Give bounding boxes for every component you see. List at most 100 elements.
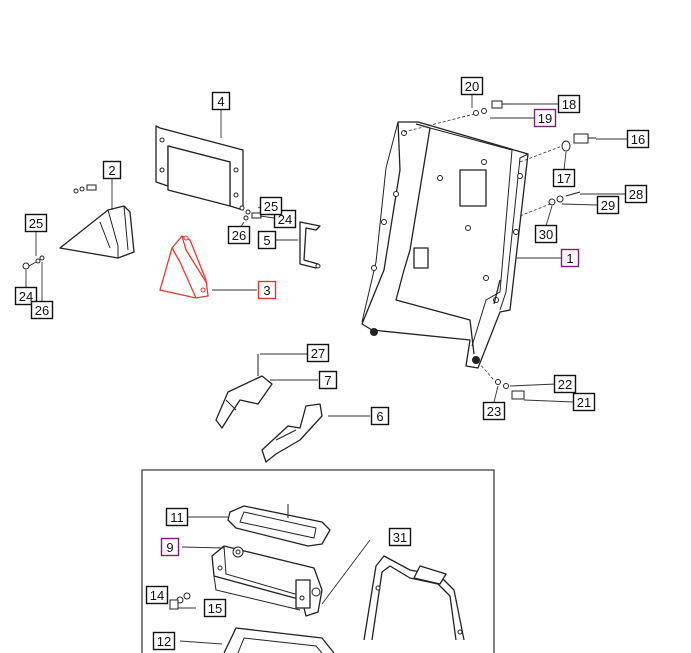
callout-box bbox=[552, 168, 576, 188]
callout-number: 22 bbox=[558, 377, 572, 392]
callout-3[interactable]: 3 bbox=[257, 280, 277, 300]
callout-number: 25 bbox=[264, 199, 278, 214]
callout-box bbox=[560, 248, 580, 268]
callout-box bbox=[211, 91, 231, 111]
part-6-cover[interactable] bbox=[261, 403, 323, 463]
callout-box bbox=[306, 343, 330, 363]
inset-frame bbox=[141, 469, 495, 653]
part-4-bracket[interactable] bbox=[155, 125, 244, 211]
callout-box bbox=[227, 225, 251, 245]
callout-19[interactable]: 19 bbox=[533, 108, 557, 128]
callout-29[interactable]: 29 bbox=[596, 195, 620, 215]
callout-number: 6 bbox=[376, 409, 383, 424]
callout-number: 20 bbox=[465, 79, 479, 94]
callout-number: 17 bbox=[557, 171, 571, 186]
callout-number: 23 bbox=[487, 404, 501, 419]
callout-4[interactable]: 4 bbox=[211, 91, 231, 111]
part-1-main-panel[interactable] bbox=[361, 121, 529, 369]
callout-28[interactable]: 28 bbox=[624, 184, 648, 204]
callout-box bbox=[14, 286, 38, 306]
callout-box bbox=[596, 195, 620, 215]
callout-number: 21 bbox=[577, 395, 591, 410]
callout-1[interactable]: 1 bbox=[560, 248, 580, 268]
callout-22[interactable]: 22 bbox=[553, 374, 577, 394]
callout-box bbox=[533, 108, 557, 128]
callout-11[interactable]: 11 bbox=[165, 507, 189, 527]
part-1-hardware bbox=[473, 100, 596, 400]
part-3-cover-selected[interactable] bbox=[159, 235, 209, 299]
callout-number: 3 bbox=[263, 283, 270, 298]
callout-box bbox=[572, 392, 596, 412]
callout-number: 11 bbox=[170, 510, 184, 525]
callout-number: 29 bbox=[601, 198, 615, 213]
part-14-15-hardware bbox=[169, 592, 191, 610]
callout-7[interactable]: 7 bbox=[318, 370, 338, 390]
callout-number: 24 bbox=[19, 289, 33, 304]
callout-21[interactable]: 21 bbox=[572, 392, 596, 412]
callout-box bbox=[318, 370, 338, 390]
callout-number: 26 bbox=[35, 303, 49, 318]
part-31-handle-bar[interactable] bbox=[363, 555, 465, 641]
callout-9[interactable]: 9 bbox=[160, 537, 180, 557]
callout-box bbox=[460, 76, 484, 96]
part-25-24-26-hardware bbox=[239, 205, 262, 221]
callout-31[interactable]: 31 bbox=[388, 527, 412, 547]
callout-box bbox=[626, 129, 650, 149]
callout-6[interactable]: 6 bbox=[370, 406, 390, 426]
callout-14[interactable]: 14 bbox=[145, 585, 169, 605]
callout-number: 31 bbox=[393, 530, 407, 545]
callout-24[interactable]: 24 bbox=[14, 286, 38, 306]
callout-number: 15 bbox=[208, 601, 222, 616]
callout-26[interactable]: 26 bbox=[227, 225, 251, 245]
callout-box bbox=[160, 537, 180, 557]
callout-number: 1 bbox=[566, 251, 573, 266]
callout-box bbox=[553, 374, 577, 394]
callout-number: 28 bbox=[629, 187, 643, 202]
callout-box bbox=[24, 213, 48, 233]
callout-15[interactable]: 15 bbox=[203, 598, 227, 618]
part-12-frame[interactable] bbox=[223, 627, 335, 653]
callout-box bbox=[257, 280, 277, 300]
callout-25[interactable]: 25 bbox=[24, 213, 48, 233]
callout-box bbox=[145, 585, 169, 605]
callout-box bbox=[165, 507, 189, 527]
callout-box bbox=[203, 598, 227, 618]
callout-number: 24 bbox=[278, 212, 292, 227]
callout-25[interactable]: 25 bbox=[259, 196, 283, 216]
callout-box bbox=[534, 224, 558, 244]
part-9-housing[interactable] bbox=[211, 545, 323, 617]
part-2-cover[interactable] bbox=[59, 205, 135, 259]
callout-number: 5 bbox=[263, 233, 270, 248]
leader-lines bbox=[25, 94, 628, 645]
callout-number: 16 bbox=[631, 132, 645, 147]
callout-box bbox=[259, 196, 283, 216]
part-7-cover[interactable] bbox=[215, 354, 273, 429]
callout-20[interactable]: 20 bbox=[460, 76, 484, 96]
callout-number: 14 bbox=[150, 588, 164, 603]
callout-23[interactable]: 23 bbox=[482, 401, 506, 421]
callout-2[interactable]: 2 bbox=[102, 160, 122, 180]
part-5-bracket[interactable] bbox=[299, 221, 321, 269]
callout-box bbox=[102, 160, 122, 180]
callout-26[interactable]: 26 bbox=[30, 300, 54, 320]
callout-number: 7 bbox=[324, 373, 331, 388]
callout-27[interactable]: 27 bbox=[306, 343, 330, 363]
callout-number: 9 bbox=[166, 540, 173, 555]
callout-17[interactable]: 17 bbox=[552, 168, 576, 188]
callout-box bbox=[482, 401, 506, 421]
callout-18[interactable]: 18 bbox=[557, 94, 581, 114]
callout-5[interactable]: 5 bbox=[257, 230, 277, 250]
callout-number: 12 bbox=[157, 634, 171, 649]
callout-box bbox=[557, 94, 581, 114]
callout-box bbox=[388, 527, 412, 547]
part-11-handle-frame[interactable] bbox=[227, 504, 331, 547]
callout-16[interactable]: 16 bbox=[626, 129, 650, 149]
callout-24[interactable]: 24 bbox=[273, 209, 297, 229]
callout-box bbox=[257, 230, 277, 250]
callout-number: 4 bbox=[217, 94, 224, 109]
callout-30[interactable]: 30 bbox=[534, 224, 558, 244]
callout-box bbox=[152, 631, 176, 651]
callout-number: 30 bbox=[539, 227, 553, 242]
callout-12[interactable]: 12 bbox=[152, 631, 176, 651]
